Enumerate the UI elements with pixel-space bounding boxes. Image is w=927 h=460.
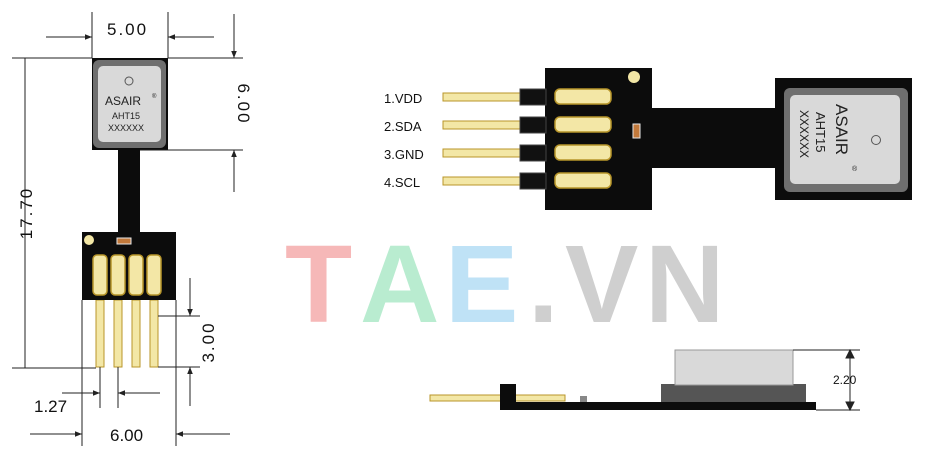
side-view: [429, 349, 816, 410]
dim-label-bottom-width: 6.00: [110, 426, 143, 445]
vertical-pads: [92, 254, 162, 296]
side-resistor: [580, 396, 587, 402]
watermark-letter-5: V: [565, 223, 638, 346]
horizontal-header: [519, 88, 547, 190]
vertical-pin1-marker: [84, 235, 94, 245]
header-block-4: [519, 172, 547, 190]
dim-label-total-height: 17.70: [17, 187, 36, 240]
vertical-pad-3: [128, 254, 144, 296]
horizontal-pins: [442, 92, 548, 186]
horizontal-pads: [554, 88, 612, 189]
horizontal-chip-model: AHT15: [813, 112, 828, 152]
vertical-pad-1: [92, 254, 108, 296]
dim-arrowhead: [845, 348, 855, 359]
header-block-3: [519, 144, 547, 162]
vertical-pin-4: [149, 299, 159, 368]
watermark-letter-3: E: [445, 223, 518, 346]
dim-label-chip-height: 6.00: [234, 83, 253, 124]
horizontal-pad-2: [554, 116, 612, 133]
pin-labels: 1.VDD 2.SDA 3.GND 4.SCL: [384, 91, 424, 190]
dim-arrowhead: [845, 401, 855, 412]
horizontal-chip-code: XXXXXX: [797, 110, 811, 158]
watermark-letter-1: T: [285, 223, 352, 346]
horizontal-pin1-marker: [628, 71, 640, 83]
vertical-chip-reg: ®: [152, 93, 157, 100]
horizontal-chip-vent: [871, 135, 881, 145]
vertical-chip-brand: ASAIR: [105, 94, 141, 108]
watermark-letter-4: .: [528, 223, 559, 346]
side-pin: [429, 394, 566, 402]
pin-label-4: 4.SCL: [384, 175, 420, 190]
side-chip-base: [661, 384, 806, 402]
pin-label-2: 2.SDA: [384, 119, 422, 134]
header-block-1: [519, 88, 547, 106]
header-block-2: [519, 116, 547, 134]
horizontal-resistor: [632, 123, 641, 139]
vertical-pad-2: [110, 254, 126, 296]
dim-label-pin-length: 3.00: [199, 321, 218, 362]
side-dimension: [793, 348, 860, 412]
side-chip-top: [674, 349, 794, 386]
side-pcb: [500, 402, 816, 410]
horizontal-chip-reg: ®: [852, 165, 858, 173]
dim-label-top-width: 5.00: [107, 20, 148, 39]
vertical-pin-2: [113, 299, 123, 368]
pin-label-1: 1.VDD: [384, 91, 422, 106]
horizontal-chip-brand: ASAIR: [832, 104, 851, 155]
dim-label-pitch: 1.27: [34, 397, 67, 416]
dim-label-thickness: 2.20: [833, 373, 857, 387]
horizontal-chip-face: [790, 95, 900, 184]
vertical-resistor: [116, 237, 132, 245]
watermark-letter-6: N: [645, 223, 724, 346]
watermark-letter-2: A: [360, 223, 439, 346]
horizontal-pad-4: [554, 172, 612, 189]
horizontal-pad-1: [554, 88, 612, 105]
watermark: T A E . V N: [285, 223, 724, 346]
vertical-dimensions: [12, 12, 243, 446]
vertical-pins: [95, 299, 159, 368]
horizontal-module: ASAIR AHT15 XXXXXX ®: [442, 68, 912, 210]
vertical-pin-1: [95, 299, 105, 368]
vertical-chip-vent: [124, 76, 134, 86]
vertical-dimension-labels: 5.00 6.00 17.70 3.00 1.27 6.00: [17, 20, 253, 445]
vertical-pin-3: [131, 299, 141, 368]
vertical-chip-face: [98, 66, 161, 142]
vertical-module: ASAIR ® AHT15 XXXXXX: [82, 58, 176, 368]
vertical-chip-code: XXXXXX: [108, 123, 144, 133]
pin-label-3: 3.GND: [384, 147, 424, 162]
horizontal-pad-3: [554, 144, 612, 161]
vertical-pad-4: [146, 254, 162, 296]
vertical-chip-model: AHT15: [112, 111, 140, 121]
